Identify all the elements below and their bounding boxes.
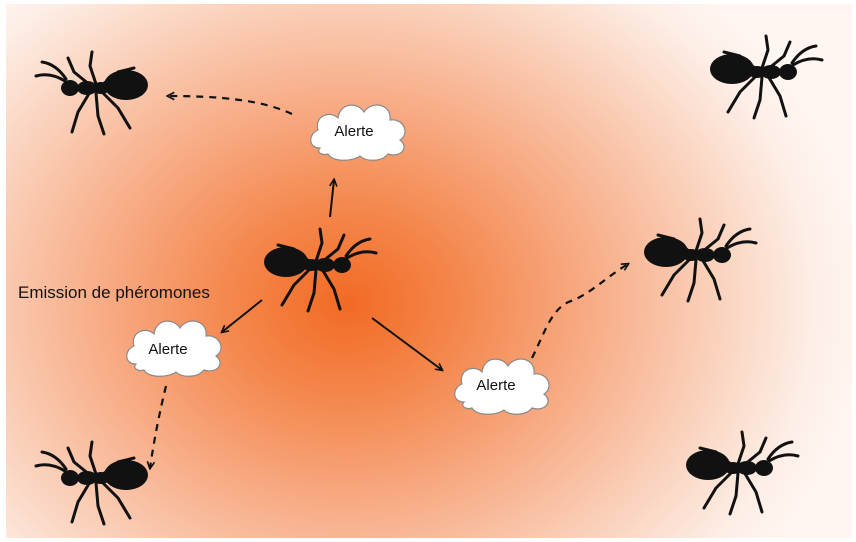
ant-top-left [36, 52, 148, 134]
dashed-arrow-left [150, 386, 166, 468]
ant-center [264, 229, 376, 311]
dashed-arrow-top [168, 96, 292, 114]
ant-bottom-left [36, 442, 148, 524]
cloud-label-left: Alerte [148, 341, 187, 358]
dashed-arrow-right [532, 264, 628, 358]
arrow-to-right-cloud [372, 318, 442, 370]
cloud-label-top: Alerte [334, 123, 373, 140]
ant-top-right [710, 36, 822, 118]
ant-bottom-right [686, 432, 798, 514]
emission-caption: Emission de phéromones [18, 283, 210, 303]
ant-mid-right [644, 219, 756, 301]
arrow-to-left-cloud [222, 300, 262, 332]
arrow-to-top-cloud [330, 180, 334, 217]
cloud-label-right: Alerte [476, 377, 515, 394]
